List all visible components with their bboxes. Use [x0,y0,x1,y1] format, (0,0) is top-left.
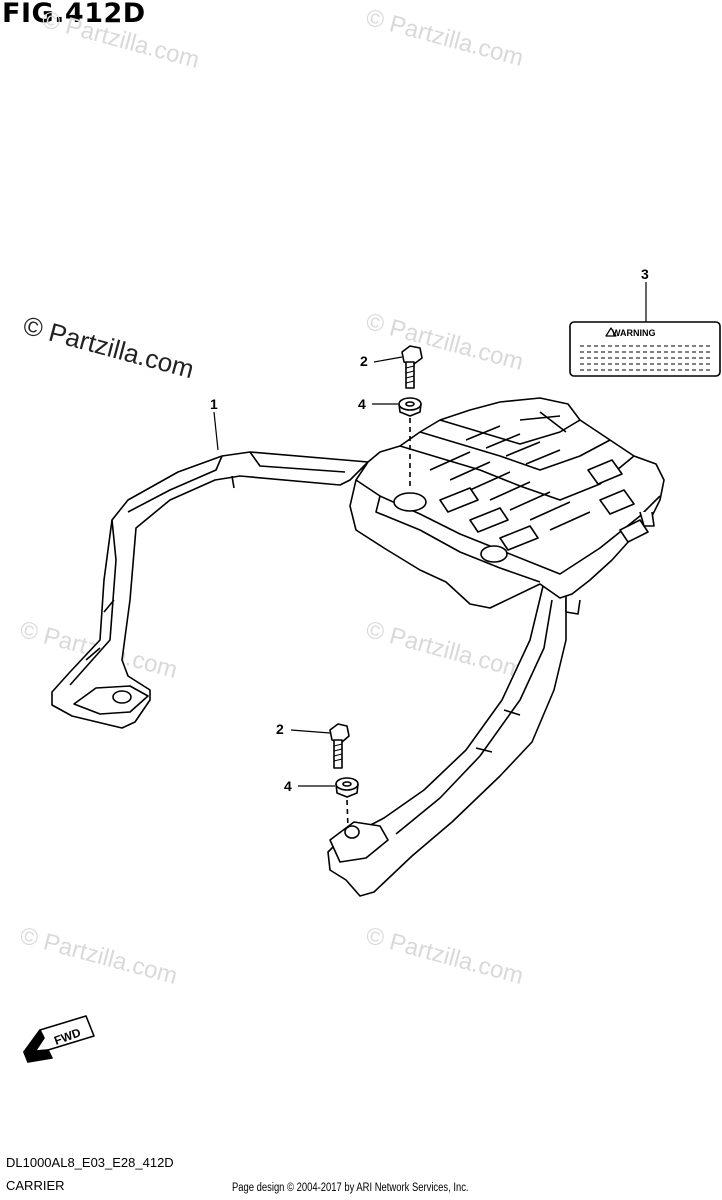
washer-lower [335,777,359,798]
leader-lines [213,282,647,787]
washer-top [398,397,422,417]
warning-label-text: WARNING [612,328,656,338]
bolt-lower [329,723,350,769]
callout-number: 2 [276,721,284,737]
model-code: DL1000AL8_E03_E28_412D [6,1155,174,1170]
warning-label [569,321,721,377]
carrier-rack [349,397,665,615]
bolt-top [401,345,423,389]
page-credit: Page design © 2004-2017 by ARI Network S… [232,1182,469,1194]
carrier-right-arm [327,581,567,897]
callout-number: 1 [210,396,218,412]
callout-number: 2 [360,353,368,369]
callout-number: 3 [641,266,649,282]
carrier-left-arm [51,451,369,729]
callout-number: 4 [284,778,292,794]
section-name: CARRIER [6,1178,65,1193]
fwd-arrow-icon [23,1015,95,1063]
alignment-line [346,799,349,829]
callout-number: 4 [358,396,366,412]
figure-title: FIG.412D [2,0,146,29]
